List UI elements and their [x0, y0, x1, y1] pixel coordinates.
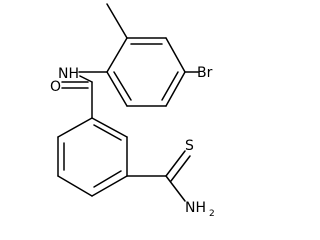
- carbonyl-oxygen-label: O: [50, 79, 61, 95]
- amide-n-bond: [79, 75, 93, 83]
- amide-nh-label: NH: [58, 66, 79, 82]
- methyl-bond: [106, 3, 128, 39]
- ring2-bond: [165, 37, 186, 73]
- ring1-bond: [91, 117, 128, 138]
- ring1-bond: [57, 117, 93, 138]
- bromine-label: Br: [197, 65, 213, 81]
- thioamide-n-bond: [165, 175, 186, 202]
- amine-n-label: NH: [185, 200, 206, 216]
- ring1-double-bond: [93, 170, 122, 188]
- bromotolyl-ring: [106, 37, 186, 107]
- ring1-bond: [57, 175, 93, 197]
- ring2-double-bond: [113, 71, 132, 101]
- benzamide-ring: [57, 117, 128, 197]
- molecule-structure: NH O Br S NH 2: [50, 3, 215, 219]
- thione-double-bond: [165, 150, 186, 177]
- amine-n-subscript: 2: [209, 209, 215, 219]
- ring2-bond: [106, 37, 128, 73]
- ring2-bond: [106, 71, 128, 107]
- ring2-bond: [165, 71, 186, 107]
- thioamide-group: [126, 150, 191, 202]
- amide-group: [61, 71, 108, 119]
- ring1-bond: [91, 175, 128, 197]
- ring2-double-bond: [161, 71, 179, 101]
- sulfur-label: S: [185, 138, 194, 154]
- ring1-double-bond: [93, 124, 122, 141]
- thione-double-bond: [170, 155, 191, 182]
